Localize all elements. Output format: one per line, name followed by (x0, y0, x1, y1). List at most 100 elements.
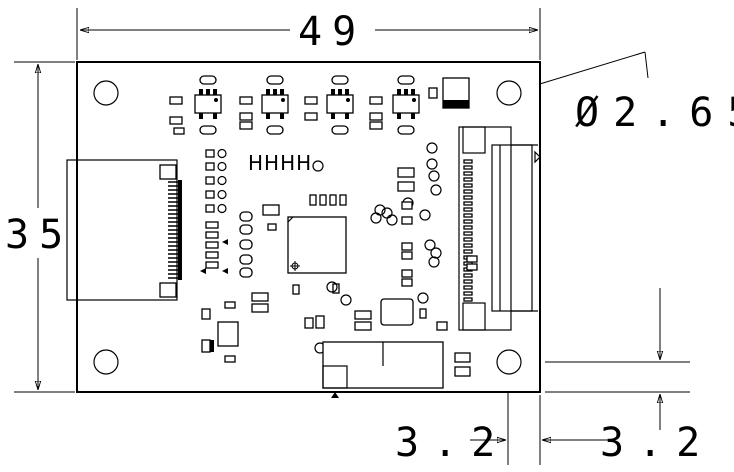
connector-pin (463, 243, 473, 248)
connector-pin (463, 171, 473, 176)
test-point (386, 214, 398, 226)
test-point (424, 239, 436, 251)
pin1-markers (200, 239, 228, 274)
pad (205, 162, 215, 171)
silkscreen-label: HHHH (248, 151, 312, 175)
test-point (340, 294, 352, 306)
pad (205, 190, 215, 199)
sot-pin (345, 89, 349, 95)
ic-top-pads (262, 194, 347, 295)
pin1-dot (412, 98, 416, 102)
pad (205, 149, 215, 158)
sot-body (261, 94, 289, 114)
sot-pin (280, 113, 284, 119)
sot-pin (338, 89, 342, 95)
sot-pin (266, 89, 270, 95)
sot-pin (273, 89, 277, 95)
test-point (430, 184, 442, 196)
hole-diameter-label: Ø2.65 (575, 90, 734, 136)
test-point (426, 158, 438, 170)
via (217, 161, 227, 172)
pad (205, 241, 219, 249)
sot-body (392, 94, 420, 114)
test-point (426, 142, 438, 154)
pad (205, 251, 219, 259)
width-dimension: 49 (76, 8, 541, 60)
sot-pin (397, 89, 401, 95)
oval-pad (331, 75, 349, 85)
connector-pin (463, 195, 473, 200)
via (217, 189, 227, 200)
offset-x-label: 3.2 (395, 420, 509, 466)
diode (442, 77, 470, 109)
connector-pin (463, 189, 473, 194)
oval-pad (331, 125, 349, 135)
top-passives (169, 87, 438, 135)
connector-pin (463, 201, 473, 206)
offset-y-label: 3.2 (600, 420, 714, 466)
fpc-pin-bar (178, 180, 182, 280)
connector-pin (463, 231, 473, 236)
sot-body (194, 94, 222, 114)
oval-pad (199, 75, 217, 85)
right-connector (458, 126, 541, 331)
oval-pad (266, 75, 284, 85)
connector-pin (463, 183, 473, 188)
sot-pin (199, 89, 203, 95)
oval-pads (239, 211, 253, 278)
test-point (428, 170, 440, 182)
mounting-hole-bottom-left (93, 349, 119, 375)
sot-pin (404, 89, 408, 95)
pin1-dot (346, 98, 350, 102)
test-point (419, 209, 431, 221)
right-side-pads (397, 167, 471, 377)
connector-pin (463, 213, 473, 218)
sot-pin (199, 113, 203, 119)
connector-pin (463, 273, 473, 278)
mounting-holes (93, 80, 522, 375)
connector-pin (463, 249, 473, 254)
test-point (428, 256, 440, 268)
connector-pin (463, 285, 473, 290)
connector-pin (463, 279, 473, 284)
oval-pad (266, 125, 284, 135)
oval-pad (239, 239, 253, 250)
sot-body (326, 94, 354, 114)
sot-pin (411, 113, 415, 119)
test-point (417, 292, 429, 304)
mounting-hole-top-left (93, 80, 119, 106)
connector-pin (463, 297, 473, 302)
via (217, 148, 227, 159)
sot-pin (411, 89, 415, 95)
sot-pin (345, 113, 349, 119)
pad-column (205, 148, 227, 269)
oval-pad (239, 224, 253, 235)
mounting-hole-bottom-right (496, 349, 522, 375)
connector-pin (463, 165, 473, 170)
oval-pad (199, 125, 217, 135)
pad (205, 176, 215, 185)
oval-pad (397, 125, 415, 135)
pin1-dot (281, 98, 285, 102)
connector-pin (463, 225, 473, 230)
pad (205, 261, 219, 269)
hole-diameter-dimension: Ø2.65 (519, 51, 734, 136)
sot-pin (397, 113, 401, 119)
height-dimension: 35 (5, 61, 75, 393)
pad (205, 204, 215, 213)
pin1-dot (214, 98, 218, 102)
oval-pad (239, 267, 253, 278)
sot-pin (266, 113, 270, 119)
connector-pin (463, 207, 473, 212)
connector-pin (463, 237, 473, 242)
sot-pin (331, 89, 335, 95)
main-ic (287, 216, 347, 274)
connector-pin (463, 159, 473, 164)
test-point (370, 212, 382, 224)
sot-pin (213, 113, 217, 119)
oval-pad (397, 75, 415, 85)
pad (205, 231, 219, 239)
connector-pin (463, 219, 473, 224)
sot-pin (213, 89, 217, 95)
